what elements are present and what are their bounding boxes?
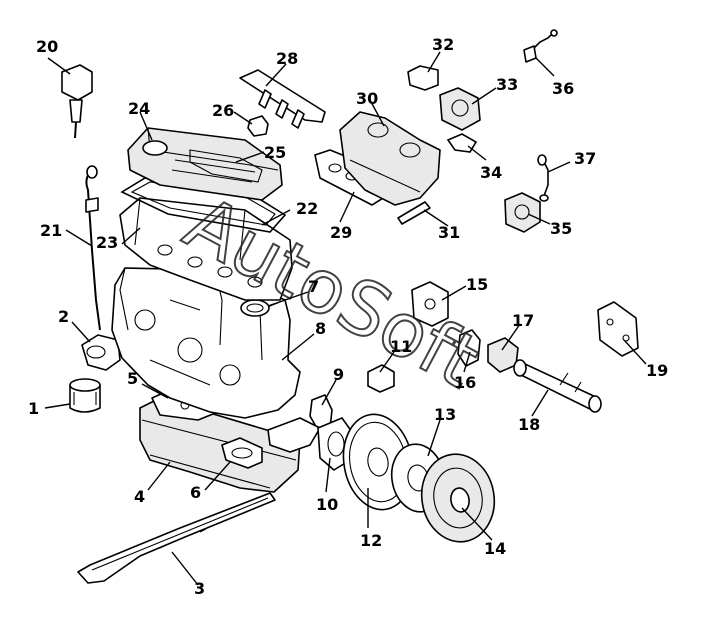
part-24-valve-cover <box>127 127 283 201</box>
part-33-throttle-body <box>439 87 481 131</box>
callout-37: 37 <box>574 149 596 168</box>
callout-36: 36 <box>552 79 574 98</box>
leader-lines <box>44 51 647 586</box>
callout-19: 19 <box>646 361 668 380</box>
callout-12: 12 <box>360 531 382 550</box>
callout-6: 6 <box>190 483 201 502</box>
callout-14: 14 <box>484 539 506 558</box>
callout-10: 10 <box>316 495 338 514</box>
part-37-sensor <box>537 154 549 202</box>
callout-11: 11 <box>390 337 412 356</box>
callout-35: 35 <box>550 219 572 238</box>
part-23-cylinder-head <box>119 197 293 301</box>
callout-8: 8 <box>315 319 326 338</box>
callout-13: 13 <box>434 405 456 424</box>
part-2-oil-filter-housing <box>81 334 121 371</box>
part-14-pressure-plate <box>420 453 496 543</box>
callout-30: 30 <box>356 89 378 108</box>
part-3-crossmember <box>77 492 276 584</box>
part-20-ignition-coil <box>61 64 93 139</box>
callout-26: 26 <box>212 101 234 120</box>
part-34-gasket <box>446 133 478 153</box>
callout-24: 24 <box>128 99 150 118</box>
callout-15: 15 <box>466 275 488 294</box>
callout-32: 32 <box>432 35 454 54</box>
part-6-oil-pan-front <box>221 437 263 469</box>
callout-4: 4 <box>134 487 145 506</box>
callout-23: 23 <box>96 233 118 252</box>
callout-9: 9 <box>333 365 344 384</box>
part-25-cover-insert <box>189 149 263 183</box>
callout-29: 29 <box>330 223 352 242</box>
part-1-oil-filter <box>69 378 101 413</box>
callout-2: 2 <box>58 307 69 326</box>
part-21-dipstick <box>85 165 101 331</box>
callout-1: 1 <box>28 399 39 418</box>
part-31-bracket <box>397 201 431 225</box>
callout-labels: 1 2 3 4 5 6 7 8 9 10 11 12 13 14 15 16 1… <box>28 35 668 598</box>
callout-34: 34 <box>480 163 502 182</box>
callout-25: 25 <box>264 143 286 162</box>
part-15-engine-mount <box>411 281 449 327</box>
part-26-sensor <box>247 115 269 137</box>
part-18-coolant-pipe <box>513 359 602 413</box>
part-11-sensor <box>367 364 395 393</box>
callout-33: 33 <box>496 75 518 94</box>
part-32-tps <box>407 65 439 91</box>
callout-22: 22 <box>296 199 318 218</box>
callout-18: 18 <box>518 415 540 434</box>
part-4-oil-pan <box>139 397 301 493</box>
part-28-fuel-rail <box>239 69 326 129</box>
callout-5: 5 <box>127 369 138 388</box>
part-16-thermostat <box>457 329 481 367</box>
part-36-sensor <box>523 29 558 63</box>
callout-21: 21 <box>40 221 62 240</box>
part-35-egr-valve <box>504 192 541 233</box>
part-30-intake-manifold <box>339 111 441 206</box>
callout-16: 16 <box>454 373 476 392</box>
callout-28: 28 <box>276 49 298 68</box>
rear-seal-carrier <box>267 417 321 453</box>
callout-17: 17 <box>512 311 534 330</box>
callout-20: 20 <box>36 37 58 56</box>
part-19-bracket <box>597 301 639 357</box>
callout-3: 3 <box>194 579 205 598</box>
callout-7: 7 <box>308 277 319 296</box>
callout-31: 31 <box>438 223 460 242</box>
